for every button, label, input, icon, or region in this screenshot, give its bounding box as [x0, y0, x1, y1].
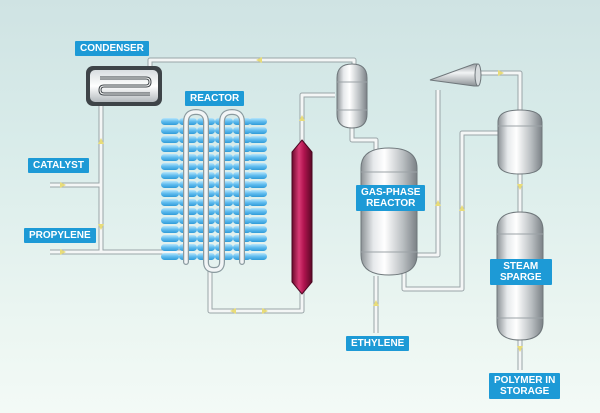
flow-arrow-icon: [262, 308, 268, 314]
label-catalyst-text: CATALYST: [33, 160, 84, 171]
cooling-coil-segment: [249, 136, 267, 143]
cooling-coil-segment: [249, 127, 267, 134]
cooling-coil-segment: [161, 244, 179, 251]
pipe-gas-phase-to-vessel: [402, 131, 500, 291]
label-catalyst: CATALYST: [28, 158, 89, 173]
cyclone-separator: [429, 63, 482, 87]
pipe-column-to-separator: [300, 93, 335, 148]
flow-arrow-icon: [373, 300, 379, 306]
cyclone-cap: [474, 63, 482, 87]
cooling-coil-segment: [161, 154, 179, 161]
cooling-coil-segment: [249, 172, 267, 179]
pipe-outline: [478, 70, 523, 110]
separator-vessel: [336, 63, 368, 129]
label-polymer-storage: POLYMER IN STORAGE: [489, 373, 561, 399]
label-condenser-text: CONDENSER: [80, 43, 144, 54]
pipe-outline: [349, 126, 379, 150]
pipe-outline: [147, 57, 357, 85]
flash-column: [291, 139, 313, 295]
degassing-vessel-body: [497, 109, 543, 175]
cooling-coil-segment: [161, 127, 179, 134]
cooling-coil-segment: [249, 253, 267, 260]
gas-phase-reactor-body: [360, 147, 418, 276]
cooling-coil-segment: [249, 226, 267, 233]
cooling-coil-segment: [161, 208, 179, 215]
label-condenser: CONDENSER: [75, 41, 149, 56]
label-gas-phase-reactor-line1: GAS-PHASE: [361, 187, 421, 198]
cooling-coil-segment: [161, 163, 179, 170]
cooling-coil-segment: [161, 145, 179, 152]
label-ethylene-text: ETHYLENE: [351, 338, 405, 349]
pipe-condenser-to-separator: [148, 58, 356, 85]
label-reactor-text: REACTOR: [190, 93, 240, 104]
flow-arrow-icon: [459, 205, 465, 211]
cooling-coil-segment: [161, 190, 179, 197]
flow-arrow-icon: [98, 224, 104, 230]
condenser-unit: [86, 66, 162, 106]
pipe-outline: [299, 92, 335, 148]
cooling-coil-segment: [249, 199, 267, 206]
cooling-coil-segment: [161, 226, 179, 233]
cooling-coil-segment: [161, 118, 179, 125]
flow-arrow-icon: [230, 308, 236, 314]
flow-arrow-icon: [98, 138, 104, 144]
cooling-coil-segment: [249, 244, 267, 251]
pipes: [50, 57, 523, 370]
label-steam-sparge-line2: SPARGE: [500, 272, 542, 283]
gas-phase-reactor-vessel: [360, 147, 418, 276]
flow-arrow-icon: [256, 57, 262, 63]
cooling-coil-segment: [161, 136, 179, 143]
cooling-coil-segment: [249, 235, 267, 242]
flow-arrow-icon: [299, 115, 305, 121]
label-steam-sparge: STEAM SPARGE: [490, 259, 552, 285]
cooling-coil-segment: [161, 217, 179, 224]
degassing-vessel: [497, 109, 543, 175]
flow-arrow-icon: [517, 184, 523, 190]
cooling-coil-segment: [249, 145, 267, 152]
flow-arrows: [60, 57, 523, 352]
flow-arrow-icon: [60, 182, 66, 188]
cooling-coil-segment: [161, 172, 179, 179]
cooling-coil-segment: [161, 253, 179, 260]
label-ethylene: ETHYLENE: [346, 336, 410, 351]
cooling-coil-segment: [249, 208, 267, 215]
label-polymer-storage-line2: STORAGE: [500, 386, 550, 397]
flow-arrow-icon: [498, 70, 504, 76]
pipe-outline: [414, 90, 441, 258]
cooling-coil-segment: [249, 217, 267, 224]
condenser-coil-highlight: [99, 77, 151, 95]
cooling-coil-segment: [249, 181, 267, 188]
cyclone-body: [429, 63, 479, 87]
cooling-coil-segment: [161, 199, 179, 206]
cooling-coil-segment: [249, 190, 267, 197]
flow-arrow-icon: [435, 200, 441, 206]
cooling-coil-segment: [249, 118, 267, 125]
flow-arrow-icon: [60, 249, 66, 255]
flash-column-body: [291, 139, 313, 295]
pipe-outline: [401, 130, 500, 292]
pipe-cyclone-to-vessel: [478, 71, 522, 110]
label-gas-phase-reactor-line2: REACTOR: [366, 198, 416, 209]
reactor-loop-tubes: [184, 110, 244, 272]
label-reactor: REACTOR: [185, 91, 245, 106]
label-steam-sparge-line1: STEAM: [503, 261, 539, 272]
label-polymer-storage-line1: POLYMER IN: [494, 375, 556, 386]
separator-body: [336, 63, 368, 129]
pipe-reactor-to-column: [208, 268, 304, 313]
pipe-outline: [207, 268, 305, 314]
cooling-coil-segment: [161, 235, 179, 242]
cooling-coil-segment: [249, 163, 267, 170]
reactor-cooling-jacket: [161, 118, 267, 260]
label-gas-phase-reactor: GAS-PHASE REACTOR: [356, 185, 426, 211]
pipe-gas-phase-to-cyclone: [414, 90, 440, 257]
cooling-coil-segment: [161, 181, 179, 188]
pipe-separator-to-gas-phase: [350, 126, 378, 150]
loop-reactor: [161, 108, 267, 274]
cooling-coil-segment: [249, 154, 267, 161]
label-propylene: PROPYLENE: [24, 228, 96, 243]
flow-arrow-icon: [517, 346, 523, 352]
label-propylene-text: PROPYLENE: [29, 230, 91, 241]
